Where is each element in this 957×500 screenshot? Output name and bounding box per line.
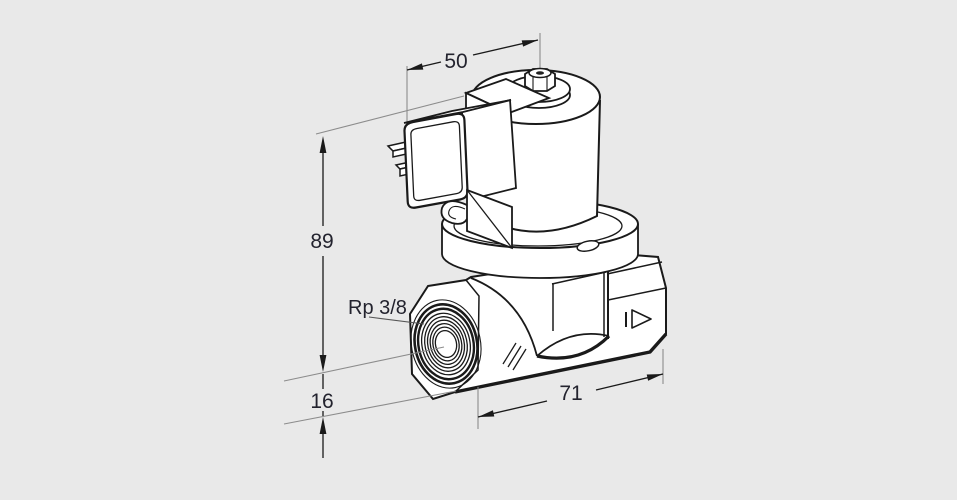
dimension-annotations: 50 89 16 71 Rp 3/8 <box>283 39 664 458</box>
connector-bracket <box>466 188 513 250</box>
cable-curl <box>440 200 468 225</box>
dim-value-coil-width: 50 <box>444 50 467 73</box>
din-connector <box>386 98 517 250</box>
flow-direction-icon <box>625 309 652 329</box>
inlet-port-thread <box>410 299 482 389</box>
thread-callout: Rp 3/8 <box>348 297 425 325</box>
thread-label: Rp 3/8 <box>348 297 407 319</box>
dim-value-port-offset: 16 <box>310 390 333 413</box>
dimension-overall-height: 89 <box>310 136 334 372</box>
dimension-port-offset: 16 <box>310 374 334 458</box>
dim-value-body-length: 71 <box>559 382 582 405</box>
top-nut <box>524 67 556 92</box>
dim-value-overall-height: 89 <box>310 230 333 253</box>
hatch-marks <box>502 342 527 371</box>
flange-hole <box>576 240 600 252</box>
dimension-coil-width: 50 <box>406 39 539 73</box>
valve-body <box>408 252 668 401</box>
dimension-body-length: 71 <box>477 373 664 418</box>
